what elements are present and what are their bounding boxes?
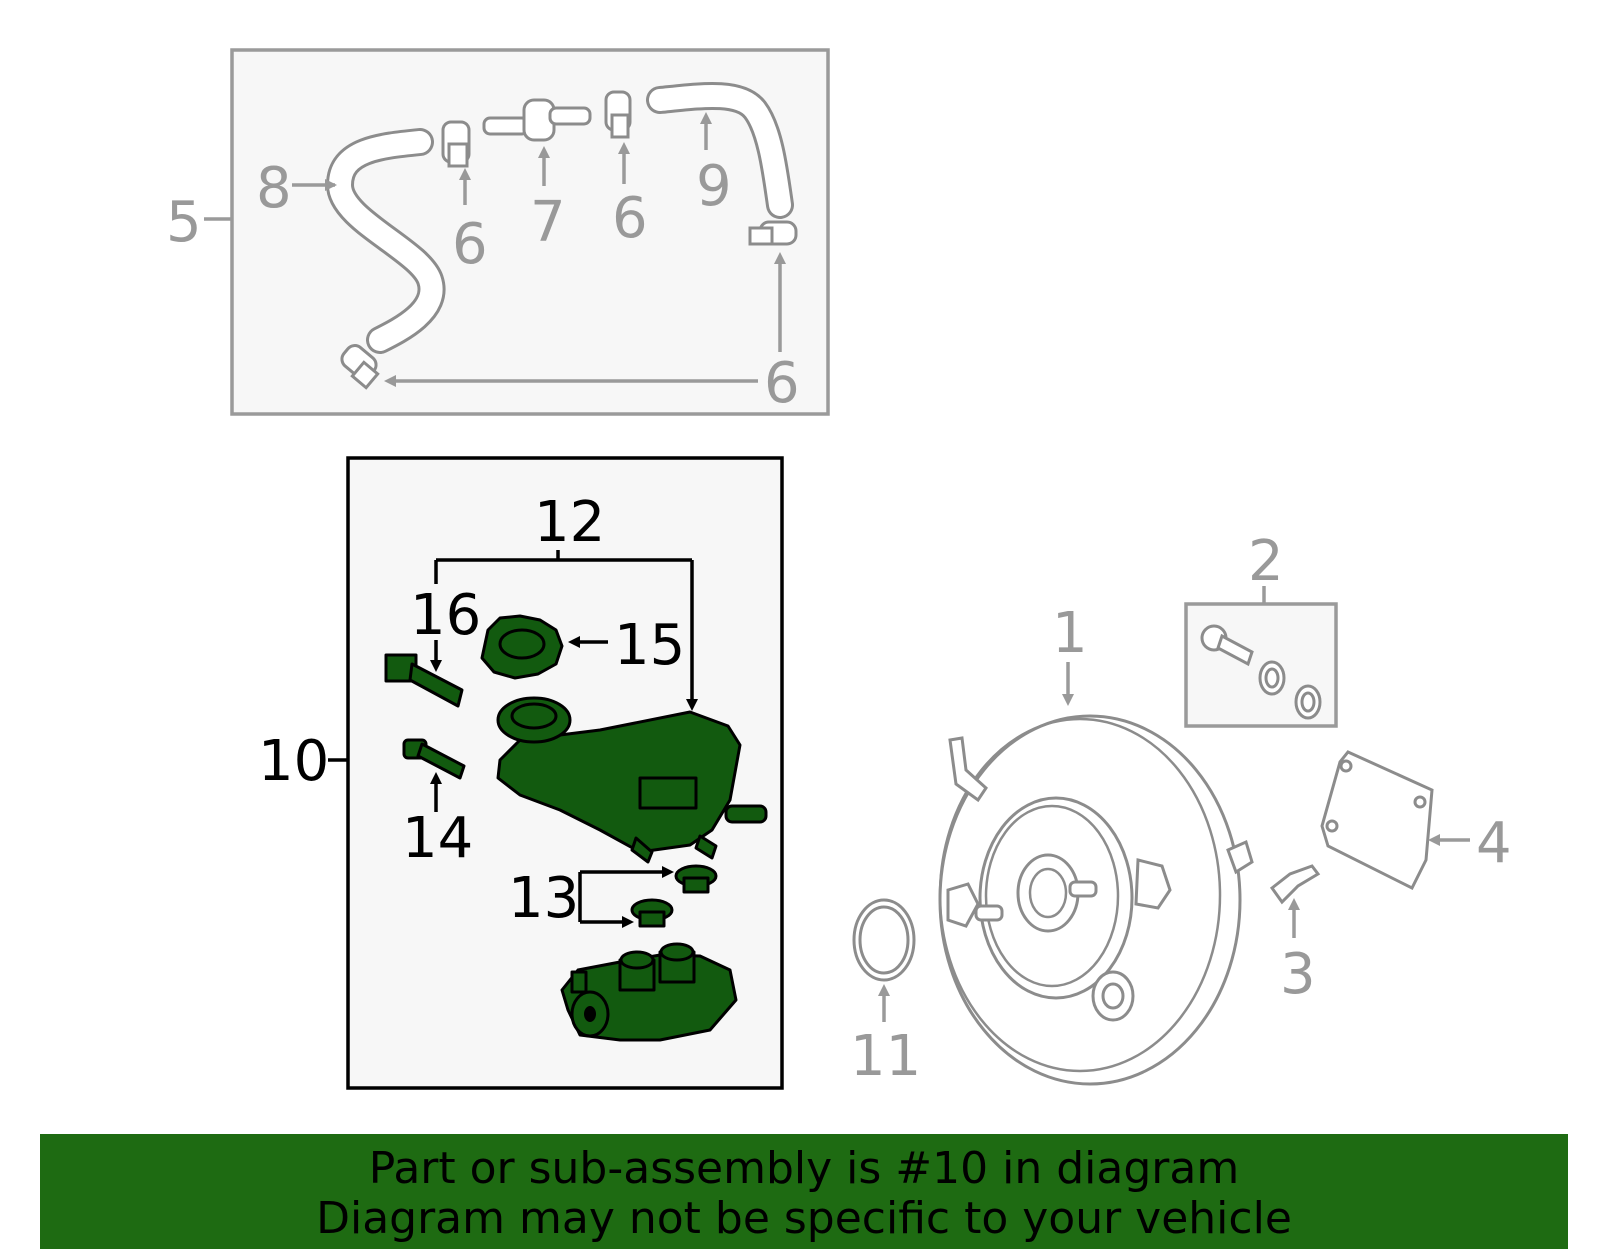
- callout-16[interactable]: 16: [410, 583, 481, 648]
- retaining-clip-3-icon: [1269, 864, 1321, 905]
- booster-gasket-4-icon: [1320, 750, 1434, 891]
- callout-4[interactable]: 4: [1476, 811, 1512, 876]
- callout-6-middle[interactable]: 6: [612, 186, 648, 251]
- banner-line-1: Part or sub-assembly is #10 in diagram: [368, 1143, 1240, 1194]
- callout-14[interactable]: 14: [402, 806, 473, 871]
- master-cylinder-group-10: 10 12 16 15 14: [258, 456, 784, 1090]
- callout-5[interactable]: 5: [166, 190, 202, 255]
- stud-and-washers-2-icon: [1200, 624, 1322, 720]
- callout-12[interactable]: 12: [534, 490, 605, 555]
- callout-10[interactable]: 10: [258, 729, 329, 794]
- callout-6-left[interactable]: 6: [452, 212, 488, 277]
- callout-6-bottom[interactable]: 6: [764, 351, 800, 416]
- reservoir-cap-15-icon: [480, 614, 564, 680]
- banner-line-2: Diagram may not be specific to your vehi…: [316, 1193, 1292, 1244]
- brake-booster-area: 1 2: [850, 529, 1512, 1089]
- grommet-13-icon: [674, 864, 718, 894]
- callout-15[interactable]: 15: [614, 613, 685, 678]
- mounting-bolt-14-icon: [402, 738, 466, 780]
- brake-booster-1-icon: [938, 714, 1254, 1086]
- callout-3[interactable]: 3: [1280, 942, 1316, 1007]
- seal-ring-11-icon: [852, 898, 916, 982]
- callout-8[interactable]: 8: [256, 156, 292, 221]
- callout-7[interactable]: 7: [530, 190, 566, 255]
- grommet-13-icon: [630, 898, 674, 928]
- fluid-reservoir-icon: [496, 696, 768, 864]
- hose-assembly-group-5: 5 8 6 7 6: [166, 48, 830, 416]
- callout-2[interactable]: 2: [1248, 529, 1284, 594]
- callout-1[interactable]: 1: [1052, 601, 1088, 666]
- clamp-6-icon: [748, 220, 798, 246]
- reservoir-pin-16-icon: [384, 653, 464, 708]
- clamp-6-icon: [441, 120, 471, 168]
- callout-9[interactable]: 9: [696, 154, 732, 219]
- master-cylinder-body-icon: [560, 942, 738, 1042]
- callout-11[interactable]: 11: [850, 1024, 921, 1089]
- callout-13[interactable]: 13: [508, 866, 579, 931]
- notice-banner: Part or sub-assembly is #10 in diagram D…: [40, 1134, 1568, 1249]
- clamp-6-icon: [604, 90, 632, 139]
- check-valve-7-icon: [482, 98, 592, 142]
- clamp-6-icon: [340, 344, 380, 390]
